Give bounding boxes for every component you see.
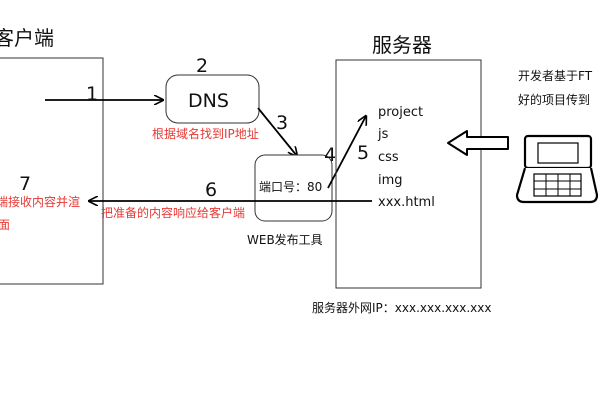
server-file-img: img [378,173,403,188]
arrow-step3 [257,107,297,156]
step1-number: 1 [86,83,98,105]
dns-caption: 根据域名找到IP地址 [152,126,259,141]
step2-number: 2 [196,55,208,77]
step7-caption-line2: 面 [0,218,10,232]
server-title: 服务器 [372,33,432,57]
upload-block-arrow [447,130,509,156]
web-tool-caption: WEB发布工具 [247,232,323,247]
developer-caption-line2: 好的项目传到 [518,92,590,107]
client-title: 客户端 [0,26,54,50]
step5-number: 5 [357,142,369,164]
server-box [335,59,482,289]
arrow-step5 [327,116,366,189]
server-file-js: js [377,127,389,142]
step3-number: 3 [276,112,288,134]
server-file-html: xxx.html [378,195,435,210]
dns-box [165,74,260,124]
server-file-css: css [378,150,399,165]
step4-number: 4 [324,144,336,166]
server-file-project: project [378,105,423,120]
server-ip-caption: 服务器外网IP：xxx.xxx.xxx.xxx [312,300,491,315]
laptop-icon [515,134,599,204]
dns-label: DNS [188,90,229,112]
step6-caption: 把准备的内容响应给客户端 [101,205,245,220]
step7-number: 7 [19,173,31,195]
step7-caption-line1: 端接收内容并渲 [0,194,80,209]
client-box [0,57,104,285]
web-tool-port-label: 端口号：80 [259,180,322,194]
step6-number: 6 [205,179,217,201]
developer-caption-line1: 开发者基于FT [518,68,593,83]
web-tool-box [254,154,333,222]
